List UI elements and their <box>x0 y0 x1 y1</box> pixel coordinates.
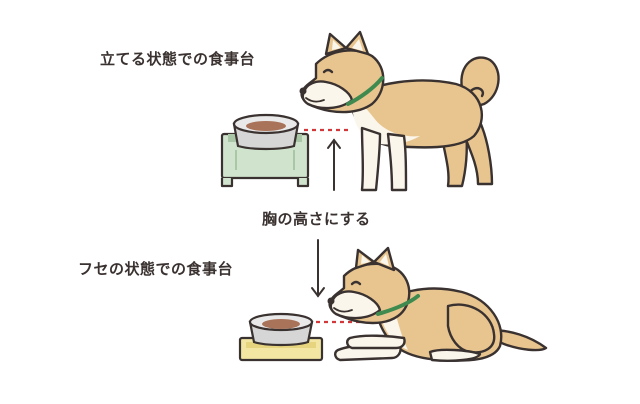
standing-table-label: 立てる状態での食事台 <box>100 48 255 69</box>
standing-food-bowl <box>234 115 298 149</box>
down-arrow-icon <box>312 240 324 296</box>
chest-height-label: 胸の高さにする <box>262 208 371 229</box>
lying-food-bowl <box>250 314 312 345</box>
lying-dog <box>328 248 547 361</box>
up-arrow-icon <box>328 140 340 190</box>
lying-table-label: フセの状態での食事台 <box>78 258 233 279</box>
standing-dog <box>300 32 499 190</box>
